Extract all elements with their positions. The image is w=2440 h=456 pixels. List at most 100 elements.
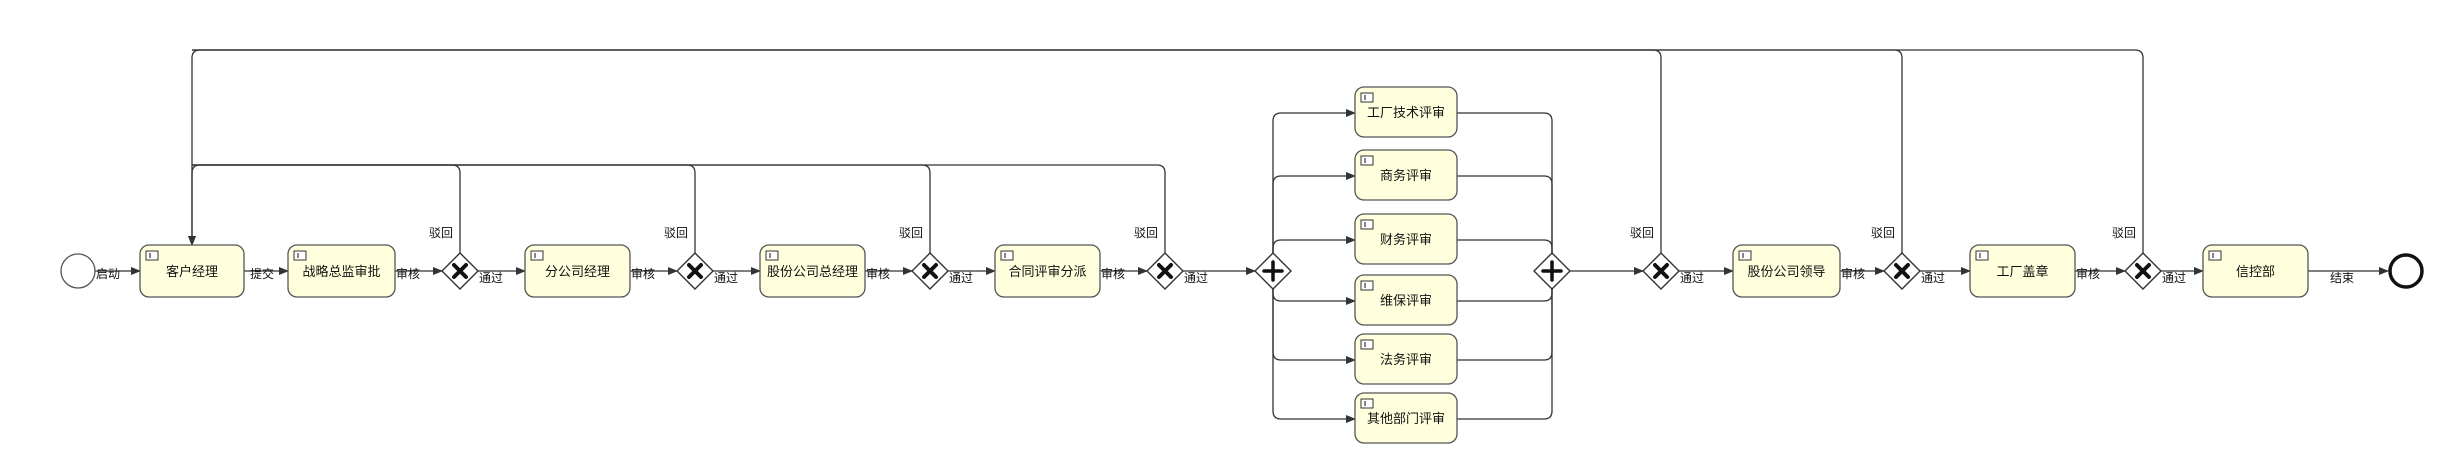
- task-customer-manager[interactable]: 客户经理: [139, 244, 245, 298]
- gateway-parallel-join[interactable]: [1533, 252, 1571, 290]
- label-review-3: 审核: [866, 266, 890, 281]
- gateway-exclusive-3[interactable]: [911, 252, 949, 290]
- gateway-parallel-fork[interactable]: [1254, 252, 1292, 290]
- plus-icon: [1541, 260, 1563, 282]
- gateway-exclusive-4[interactable]: [1146, 252, 1184, 290]
- x-mark-icon: [1894, 263, 1910, 279]
- task-label: 分公司经理: [545, 265, 610, 280]
- x-mark-icon: [687, 263, 703, 279]
- user-task-icon: [1000, 250, 1014, 261]
- task-shareholding-gm[interactable]: 股份公司总经理: [759, 244, 866, 298]
- user-task-icon: [2208, 250, 2222, 261]
- task-factory-tech-review[interactable]: 工厂技术评审: [1354, 86, 1458, 138]
- task-factory-seal[interactable]: 工厂盖章: [1969, 244, 2076, 298]
- x-mark-icon: [452, 263, 468, 279]
- join-branch-2: [1457, 175, 1556, 272]
- join-branch-3: [1457, 239, 1556, 272]
- task-label: 合同评审分派: [1008, 265, 1086, 280]
- label-reject-6: 驳回: [1871, 226, 1895, 240]
- fork-branch-6: [1272, 271, 1356, 423]
- x-mark-icon: [922, 263, 938, 279]
- task-label: 商务评审: [1380, 168, 1432, 184]
- task-box: [1354, 213, 1458, 265]
- user-task-icon: [145, 250, 159, 261]
- label-review-6: 审核: [2076, 266, 2100, 281]
- label-pass-2: 通过: [714, 271, 738, 285]
- task-label: 战略总监审批: [302, 264, 380, 280]
- user-task-icon: [1360, 155, 1374, 166]
- task-label: 股份公司总经理: [767, 265, 858, 280]
- label-reject-1: 驳回: [429, 226, 453, 240]
- task-box: [759, 244, 866, 298]
- x-mark-icon: [2135, 263, 2151, 279]
- task-legal-review[interactable]: 法务评审: [1354, 333, 1458, 385]
- task-branch-manager[interactable]: 分公司经理: [524, 244, 631, 298]
- label-pass-5: 通过: [1680, 271, 1704, 285]
- plus-icon: [1262, 260, 1284, 282]
- task-box: [994, 244, 1101, 298]
- gateway-exclusive-7[interactable]: [2124, 252, 2162, 290]
- user-task-icon: [293, 250, 307, 261]
- reject-loop-gw3: [192, 164, 931, 253]
- task-box: [2202, 244, 2309, 298]
- join-branch-6: [1457, 270, 1556, 420]
- label-reject-5: 驳回: [1630, 226, 1654, 240]
- label-reject-4: 驳回: [1134, 226, 1158, 240]
- task-box: [1354, 86, 1458, 138]
- task-label: 其他部门评审: [1367, 412, 1445, 427]
- task-business-review[interactable]: 商务评审: [1354, 149, 1458, 201]
- flow-labels: 启动提交审核审核审核审核审核审核通过驳回通过驳回通过驳回通过驳回通过驳回通过驳回…: [96, 226, 2354, 285]
- label-pass-1: 通过: [479, 271, 503, 285]
- task-box: [1732, 244, 1841, 298]
- join-branch-1: [1457, 112, 1556, 272]
- label-start: 启动: [96, 267, 120, 281]
- user-task-icon: [1738, 250, 1752, 261]
- gateway-exclusive-5[interactable]: [1642, 252, 1680, 290]
- user-task-icon: [1360, 92, 1374, 103]
- sequence-flows: [78, 49, 2389, 423]
- task-finance-review[interactable]: 财务评审: [1354, 213, 1458, 265]
- label-review-5: 审核: [1841, 266, 1865, 281]
- task-label: 信控部: [2236, 265, 2275, 280]
- task-box: [524, 244, 631, 298]
- user-task-icon: [1360, 398, 1374, 409]
- task-contract-dispatch[interactable]: 合同评审分派: [994, 244, 1101, 298]
- label-review-4: 审核: [1101, 266, 1125, 281]
- task-box: [287, 244, 396, 298]
- end-event[interactable]: [2388, 253, 2424, 289]
- task-box: [1354, 274, 1458, 326]
- label-submit: 提交: [250, 266, 274, 281]
- task-box: [1354, 149, 1458, 201]
- user-task-icon: [1360, 280, 1374, 291]
- task-label: 财务评审: [1380, 232, 1432, 248]
- task-label: 股份公司领导: [1747, 265, 1825, 280]
- fork-branch-1: [1272, 109, 1356, 271]
- label-reject-2: 驳回: [664, 226, 688, 240]
- user-task-icon: [1360, 219, 1374, 230]
- x-mark-icon: [1653, 263, 1669, 279]
- gateway-exclusive-6[interactable]: [1883, 252, 1921, 290]
- task-other-dept-review[interactable]: 其他部门评审: [1354, 392, 1458, 444]
- reject-loop-gw6: [192, 49, 1903, 253]
- label-review-1: 审核: [396, 266, 420, 281]
- task-label: 客户经理: [166, 264, 218, 280]
- gateway-exclusive-1[interactable]: [441, 252, 479, 290]
- task-label: 维保评审: [1380, 294, 1432, 309]
- label-review-2: 审核: [631, 266, 655, 281]
- task-strategy-director[interactable]: 战略总监审批: [287, 244, 396, 298]
- fork-branch-2: [1272, 172, 1356, 271]
- task-box: [1354, 392, 1458, 444]
- reject-loop-gw7: [192, 49, 2144, 253]
- task-credit-control[interactable]: 信控部: [2202, 244, 2309, 298]
- label-reject-7: 驳回: [2112, 226, 2136, 240]
- task-shareholding-leader[interactable]: 股份公司领导: [1732, 244, 1841, 298]
- task-label: 法务评审: [1380, 352, 1432, 368]
- label-pass-3: 通过: [949, 271, 973, 285]
- task-box: [1969, 244, 2076, 298]
- gateway-exclusive-2[interactable]: [676, 252, 714, 290]
- user-task-icon: [1975, 250, 1989, 261]
- task-maintenance-review[interactable]: 维保评审: [1354, 274, 1458, 326]
- start-event[interactable]: [60, 253, 96, 289]
- task-box: [1354, 333, 1458, 385]
- join-branch-5: [1457, 270, 1556, 361]
